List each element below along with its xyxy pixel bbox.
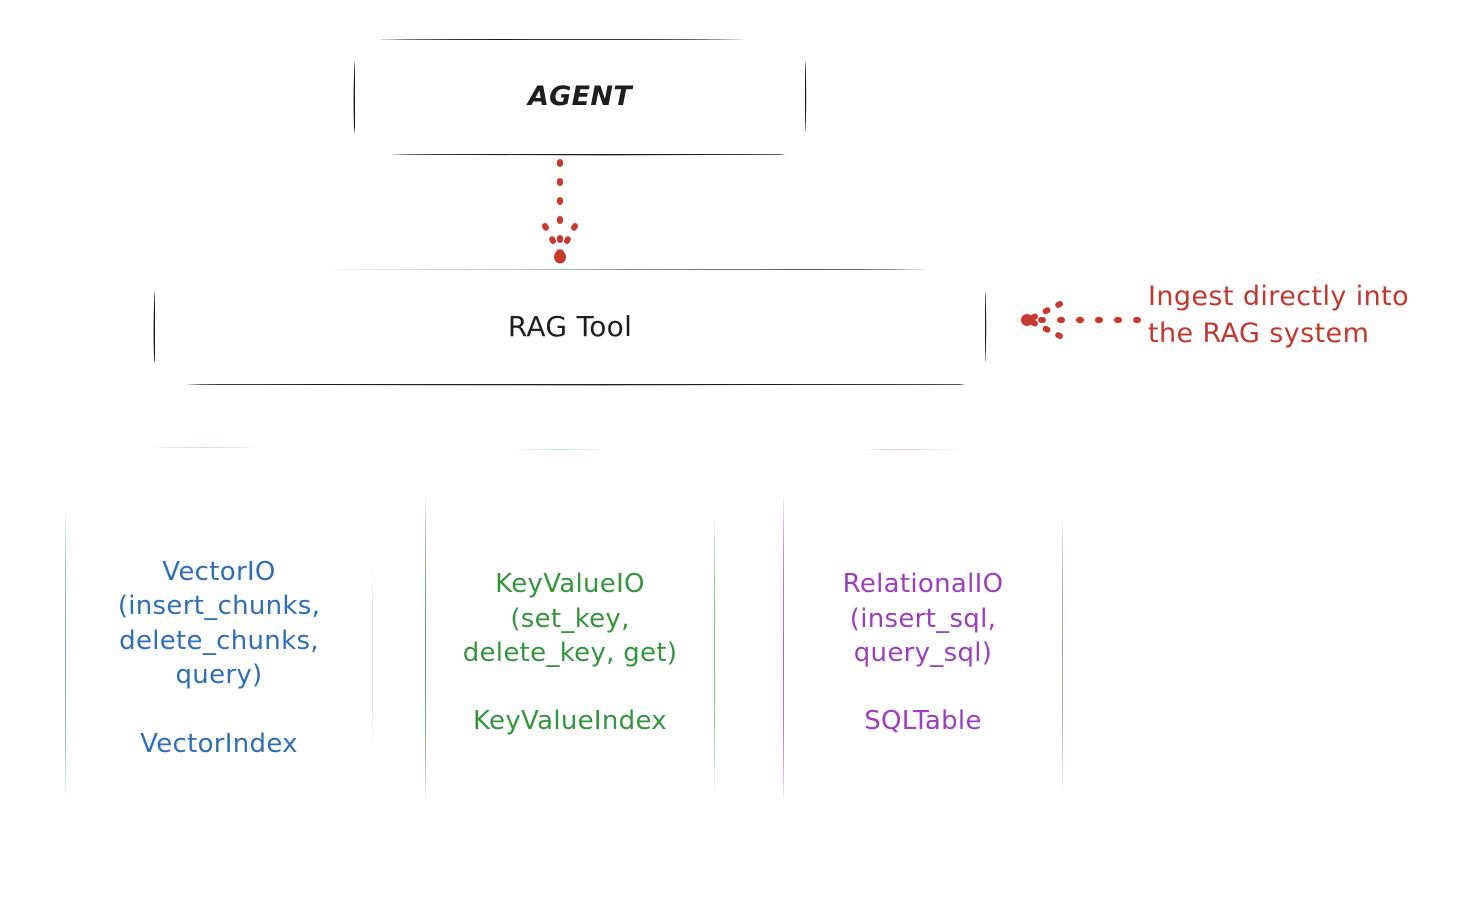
vectorio-node[interactable]: VectorIO (insert_chunks, delete_chunks, … — [66, 448, 372, 868]
keyvalueio-node[interactable]: KeyValueIO (set_key, delete_key, get) Ke… — [426, 450, 714, 856]
agent-node-label: AGENT — [527, 81, 632, 113]
ingest-annotation: Ingest directly into the RAG system — [1148, 281, 1410, 350]
keyvalueio-node-label: KeyValueIO (set_key, delete_key, get) Ke… — [462, 569, 678, 737]
agent-to-ragtool-connector — [505, 158, 615, 270]
relationalio-node[interactable]: RelationalIO (insert_sql, query_sql) SQL… — [784, 450, 1062, 856]
agent-node[interactable]: AGENT — [355, 40, 805, 154]
vectorio-node-label: VectorIO (insert_chunks, delete_chunks, … — [117, 557, 321, 759]
ragtool-node-label: RAG Tool — [507, 309, 633, 343]
relationalio-node-label: RelationalIO (insert_sql, query_sql) SQL… — [842, 569, 1004, 737]
ingest-connector — [1018, 295, 1143, 345]
ragtool-node[interactable]: RAG Tool — [155, 270, 985, 384]
